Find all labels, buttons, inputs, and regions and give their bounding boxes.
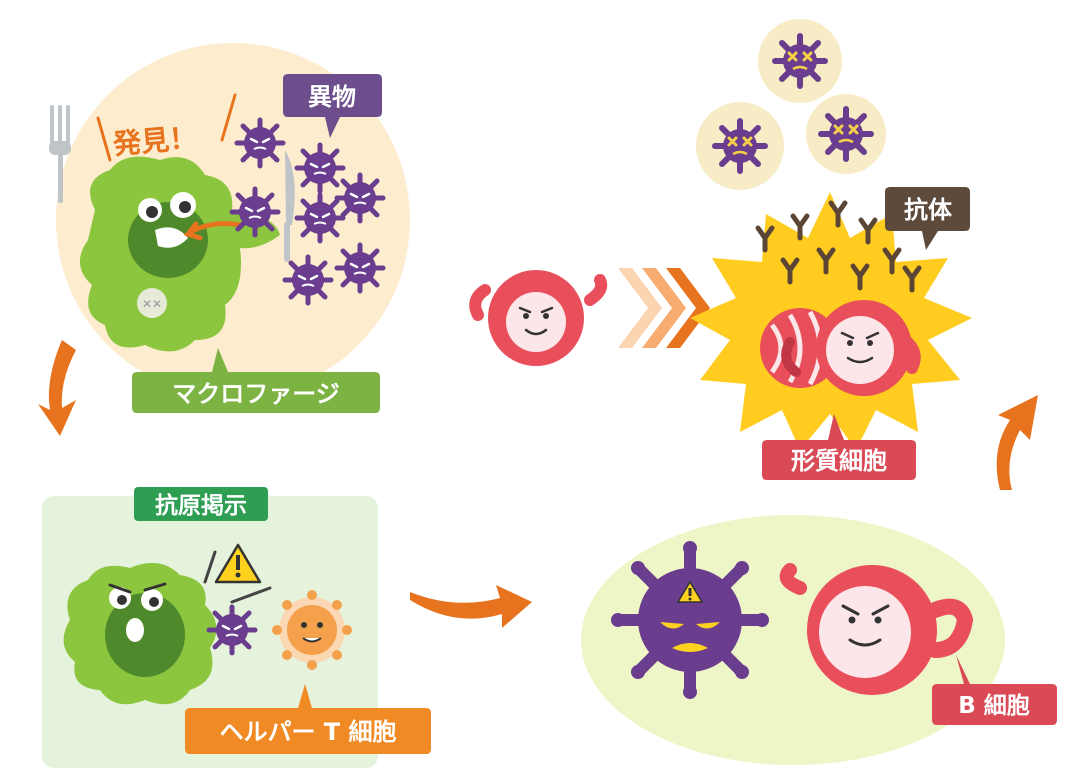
resting-b-cell xyxy=(469,270,608,366)
fork-icon xyxy=(49,105,71,203)
activated-virus xyxy=(611,541,769,699)
foreign-body-tag: 異物 xyxy=(283,74,382,138)
curved-arrow-icon xyxy=(38,340,76,436)
curved-arrow-icon xyxy=(410,585,532,628)
b-cell-label: B 細胞 xyxy=(958,692,1030,719)
chevron-arrow-icon xyxy=(618,268,710,348)
knife-icon xyxy=(284,150,295,262)
helper-t-cell-label: ヘルパー T 細胞 xyxy=(219,718,396,746)
macrophage-tag: マクロファージ xyxy=(132,348,380,413)
discovery-label: 発見！ xyxy=(111,121,199,161)
presenting-macrophage xyxy=(63,562,255,705)
plasma-cell xyxy=(690,192,972,450)
antigen-presentation-tag: 抗原掲示 xyxy=(134,487,268,521)
curved-arrow-icon xyxy=(996,395,1038,490)
helper-t-cell-tag: ヘルパー T 細胞 xyxy=(185,684,431,754)
macrophage-cell: ✕✕ xyxy=(79,156,281,352)
neutralized-viruses xyxy=(696,19,886,190)
antigen-presentation-label: 抗原掲示 xyxy=(155,492,247,519)
plasma-cell-label: 形質細胞 xyxy=(791,447,887,475)
macrophage-label: マクロファージ xyxy=(172,380,340,408)
antibody-label: 抗体 xyxy=(904,196,953,224)
warning-icon xyxy=(214,543,262,584)
alert-marks xyxy=(203,550,272,604)
antibody-tag: 抗体 xyxy=(885,187,970,250)
helper-t-cell xyxy=(272,590,352,670)
warning-icon xyxy=(676,580,704,603)
b-cell xyxy=(779,563,974,695)
svg-text:✕✕: ✕✕ xyxy=(142,297,162,311)
discovery-marks xyxy=(96,93,237,162)
plasma-cell-tag: 形質細胞 xyxy=(762,414,916,480)
b-cell-tag: B 細胞 xyxy=(932,655,1057,725)
foreign-body-label: 異物 xyxy=(308,83,356,111)
